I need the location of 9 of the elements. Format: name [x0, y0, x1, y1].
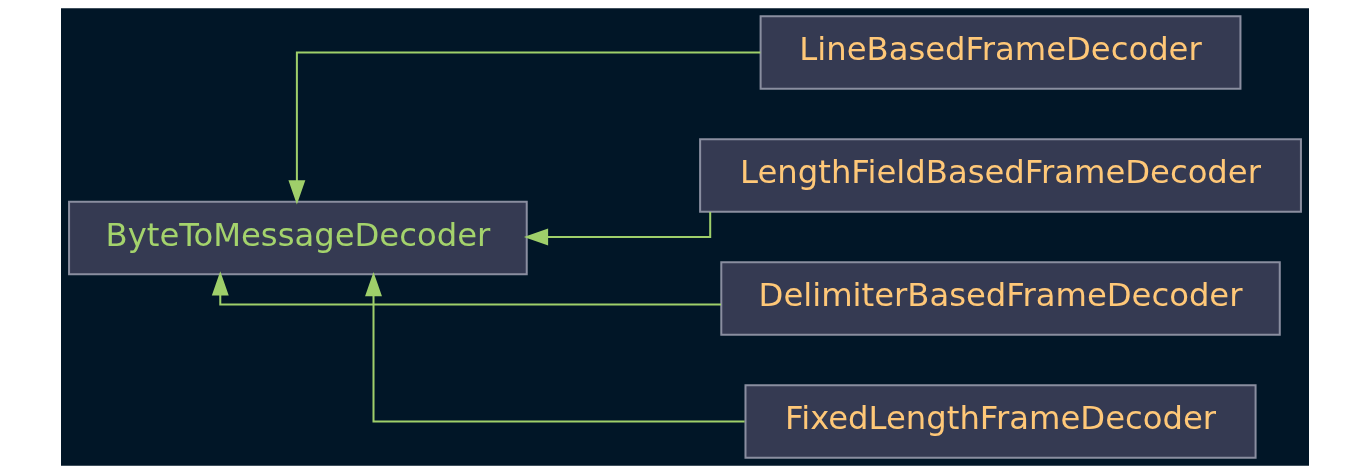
node-box: FixedLengthFrameDecoder — [744, 384, 1257, 459]
arrow — [365, 272, 745, 423]
arrow — [523, 212, 712, 246]
arrow — [211, 271, 722, 306]
arrow — [288, 51, 761, 205]
node-box: LineBasedFrameDecoder — [759, 15, 1242, 90]
node-box: ByteToMessageDecoder — [68, 200, 528, 276]
node-box: DelimiterBasedFrameDecoder — [720, 261, 1281, 336]
node-box: LengthFieldBasedFrameDecoder — [699, 138, 1302, 213]
